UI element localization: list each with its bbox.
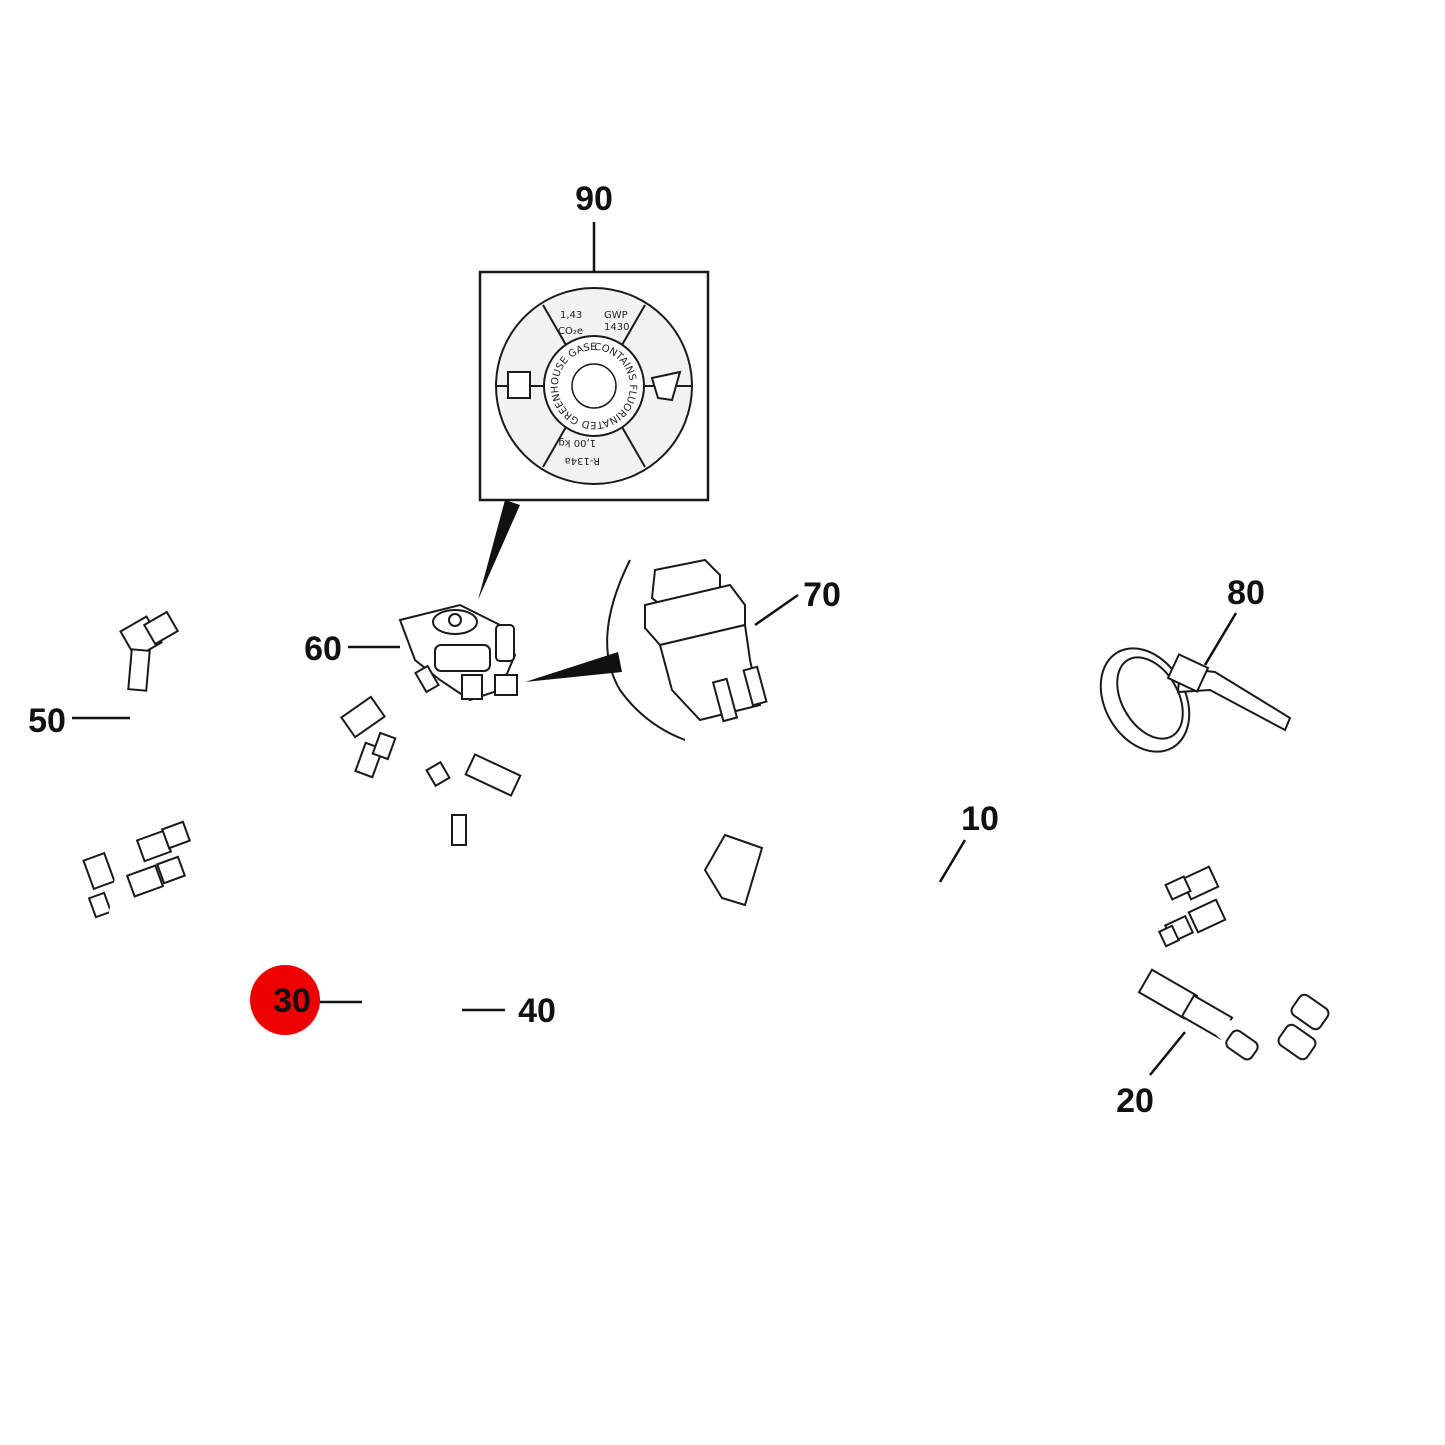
callout-20[interactable]: 20	[1116, 1082, 1154, 1120]
label-refrigerant: R-134a	[565, 455, 600, 466]
label-gwp-value: 1430	[604, 322, 629, 333]
label-container-icon	[507, 371, 531, 399]
label-co2e: CO₂e	[558, 326, 583, 337]
callout-labels: 90 70 80 60 50 10 30 40 20	[28, 180, 1265, 1120]
liquid-hose-30[interactable]	[25, 755, 383, 1125]
valve-block-60[interactable]	[339, 603, 518, 739]
callout-70[interactable]: 70	[803, 576, 841, 614]
label-charge: 1,43	[560, 310, 582, 321]
label-amount: 1,00 kg	[558, 437, 596, 448]
hose-clamp	[703, 833, 764, 907]
callout-50[interactable]: 50	[28, 702, 66, 740]
callout-80[interactable]: 80	[1227, 574, 1265, 612]
left-fittings	[82, 820, 192, 919]
cable-tie-80[interactable]	[1083, 632, 1292, 767]
pipe-50[interactable]	[94, 610, 180, 1006]
callout-10[interactable]: 10	[961, 800, 999, 838]
callout-40[interactable]: 40	[518, 992, 556, 1030]
highlight-marker-30	[250, 965, 320, 1035]
switch-inset	[525, 559, 686, 741]
main-suction-hose[interactable]	[393, 626, 1319, 1059]
pressure-switch-70[interactable]	[644, 558, 768, 723]
callout-90[interactable]: 90	[575, 180, 613, 218]
condenser-hoses[interactable]	[1157, 813, 1424, 1062]
label-gwp: GWP	[604, 310, 628, 321]
label-hazard-icon	[650, 370, 682, 402]
callout-30[interactable]: 30	[273, 982, 311, 1020]
callout-60[interactable]: 60	[304, 630, 342, 668]
leader-lines	[72, 222, 1238, 1076]
liquid-hose-40[interactable]	[13, 731, 475, 1155]
refrigerant-label-90[interactable]: 1,43 CO₂e GWP 1430 1,00 kg R-134a CONTAI…	[0, 0, 710, 600]
